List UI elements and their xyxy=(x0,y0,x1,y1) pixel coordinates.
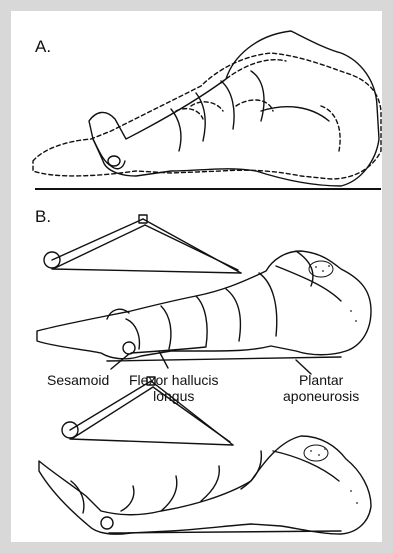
sesamoid-label: Sesamoid xyxy=(47,372,109,388)
plantar-label-line2: aponeurosis xyxy=(283,388,359,404)
plantar-label-line1: Plantar xyxy=(283,372,359,388)
flexor-hallucis-longus-label: Flexor hallucis longus xyxy=(129,372,218,404)
flexor-label-line2: longus xyxy=(129,388,218,404)
foot-skeleton-lower xyxy=(39,436,371,534)
flexor-label-line1: Flexor hallucis xyxy=(129,372,218,388)
windlass-triangle-upper xyxy=(44,215,241,273)
plantar-aponeurosis-label: Plantar aponeurosis xyxy=(283,372,359,404)
windlass-mechanism-diagram xyxy=(11,11,382,542)
figure-panel: A. B. xyxy=(11,11,382,542)
